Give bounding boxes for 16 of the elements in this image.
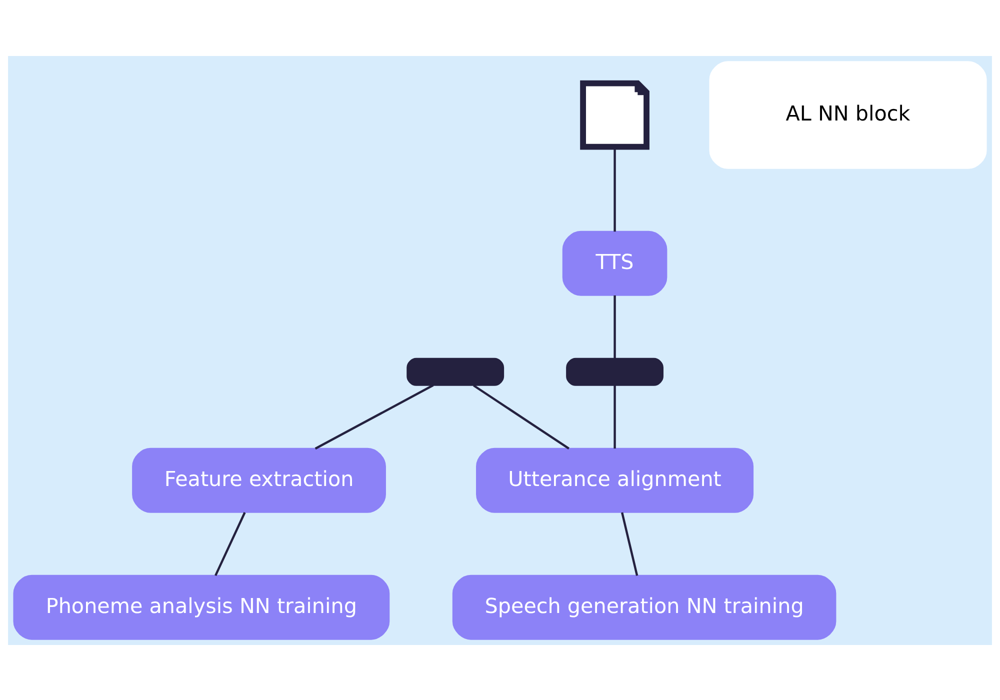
connector: [473, 384, 570, 449]
node-box: TTS: [562, 230, 668, 296]
node-box: Speech generation NN training: [452, 574, 836, 640]
node-box: AL NN block: [709, 60, 987, 168]
connector: [614, 146, 616, 232]
node-waveform: [406, 357, 504, 386]
node-waveform: [566, 357, 664, 386]
connector: [614, 384, 616, 448]
connector: [620, 512, 638, 576]
connector: [214, 512, 246, 576]
connector: [614, 294, 616, 358]
connector: [314, 384, 434, 450]
node-document: [580, 80, 650, 150]
node-box: Utterance alignment: [476, 447, 754, 512]
node-box: Phoneme analysis NN training: [13, 574, 390, 640]
node-box: Feature extraction: [132, 447, 386, 512]
